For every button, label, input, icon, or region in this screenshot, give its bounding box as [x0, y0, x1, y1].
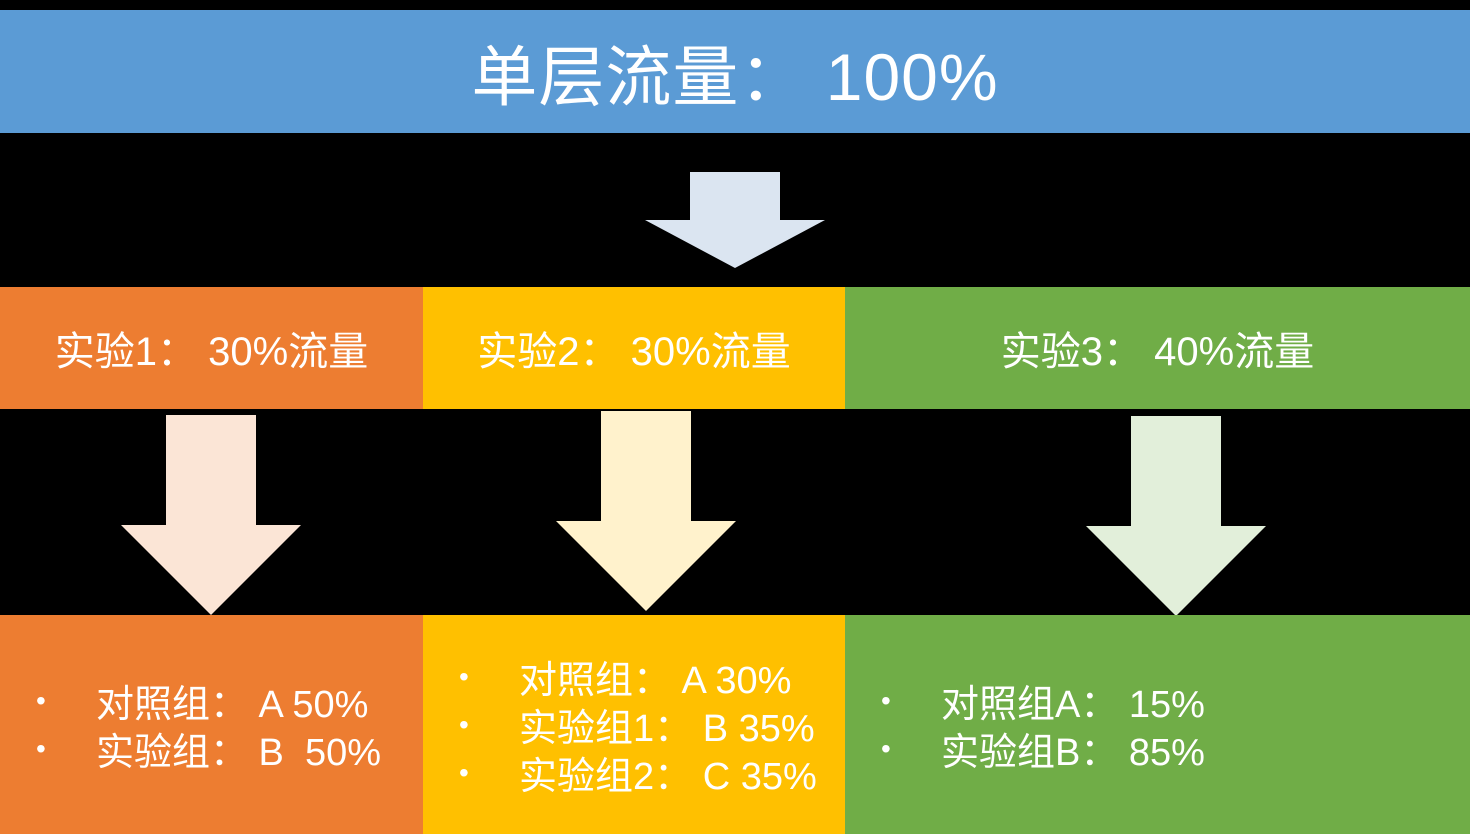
group-label: 实验组2： C 35%	[519, 756, 817, 798]
group-label: 对照组： A 50%	[96, 684, 369, 726]
experiment-1-label: 实验1： 30%流量	[54, 330, 369, 374]
group-label: 对照组A： 15%	[941, 684, 1205, 726]
experiment-1-down-arrow-icon	[121, 415, 301, 615]
list-item: • 实验组B： 85%	[845, 725, 1470, 774]
list-item: • 对照组： A 50%	[0, 677, 423, 726]
list-item: • 实验组2： C 35%	[423, 749, 845, 798]
list-item: • 对照组： A 30%	[423, 653, 845, 702]
total-traffic-label: 单层流量： 100%	[471, 39, 999, 114]
experiment-2-down-arrow-icon	[556, 411, 736, 611]
bullet-icon: •	[459, 660, 469, 692]
bullet-icon: •	[36, 684, 46, 716]
list-item: • 对照组A： 15%	[845, 677, 1470, 726]
experiment-1-groups-box: • 对照组： A 50% • 实验组： B 50%	[0, 615, 423, 834]
experiment-3-group-list: • 对照组A： 15% • 实验组B： 85%	[845, 677, 1470, 774]
experiment-2-groups-box: • 对照组： A 30% • 实验组1： B 35% • 实验组2： C 35%	[423, 615, 845, 834]
experiment-1-group-list: • 对照组： A 50% • 实验组： B 50%	[0, 677, 423, 774]
list-item: • 实验组1： B 35%	[423, 701, 845, 750]
bullet-icon: •	[459, 708, 469, 740]
list-item: • 实验组： B 50%	[0, 725, 423, 774]
experiment-1-bar: 实验1： 30%流量	[0, 287, 423, 409]
experiment-3-groups-box: • 对照组A： 15% • 实验组B： 85%	[845, 615, 1470, 834]
group-label: 对照组： A 30%	[519, 660, 792, 702]
bullet-icon: •	[36, 732, 46, 764]
bullet-icon: •	[459, 756, 469, 788]
total-traffic-banner: 单层流量： 100%	[0, 10, 1470, 133]
group-label: 实验组1： B 35%	[519, 708, 815, 750]
bullet-icon: •	[881, 684, 891, 716]
group-label: 实验组： B 50%	[96, 732, 382, 774]
experiment-2-bar: 实验2： 30%流量	[423, 287, 845, 409]
experiment-3-down-arrow-icon	[1086, 416, 1266, 616]
down-arrow-icon	[645, 172, 825, 268]
experiment-3-label: 实验3： 40%流量	[1000, 330, 1315, 374]
experiment-3-bar: 实验3： 40%流量	[845, 287, 1470, 409]
experiment-2-group-list: • 对照组： A 30% • 实验组1： B 35% • 实验组2： C 35%	[423, 653, 845, 798]
experiment-2-label: 实验2： 30%流量	[477, 330, 791, 374]
group-label: 实验组B： 85%	[941, 732, 1205, 774]
bullet-icon: •	[881, 732, 891, 764]
